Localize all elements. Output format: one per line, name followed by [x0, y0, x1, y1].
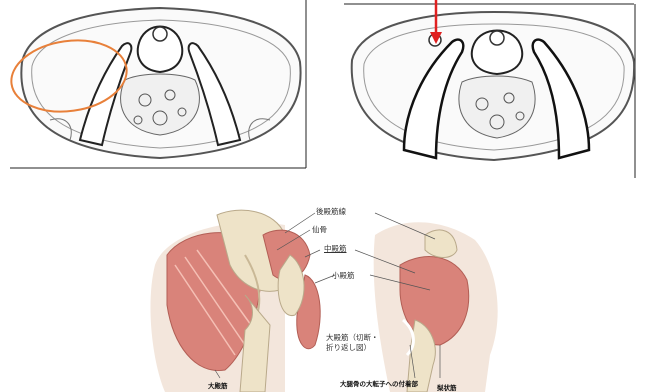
ct-scan-right-sketch	[344, 0, 656, 180]
caption-piriformis: 梨状筋	[437, 382, 457, 392]
label-gluteus-minimus: 小殿筋	[332, 270, 355, 281]
label-sacrum: 仙骨	[312, 224, 327, 235]
anatomy-illustration	[145, 195, 515, 392]
ct-panel-right	[344, 0, 656, 180]
label-gluteus-medius: 中殿筋	[324, 243, 347, 254]
caption-greater-trochanter: 大腿骨の大転子への付着部	[340, 378, 418, 388]
highlight-ellipse	[4, 36, 134, 116]
label-posterior-gluteal-line: 後殿筋線	[316, 206, 346, 217]
gluteal-muscles-illustration	[145, 195, 515, 392]
red-arrow-icon	[428, 0, 444, 46]
label-gluteus-maximus-cut-2: 折り返し図）	[326, 342, 371, 353]
caption-gluteus-maximus: 大殿筋	[208, 380, 228, 390]
